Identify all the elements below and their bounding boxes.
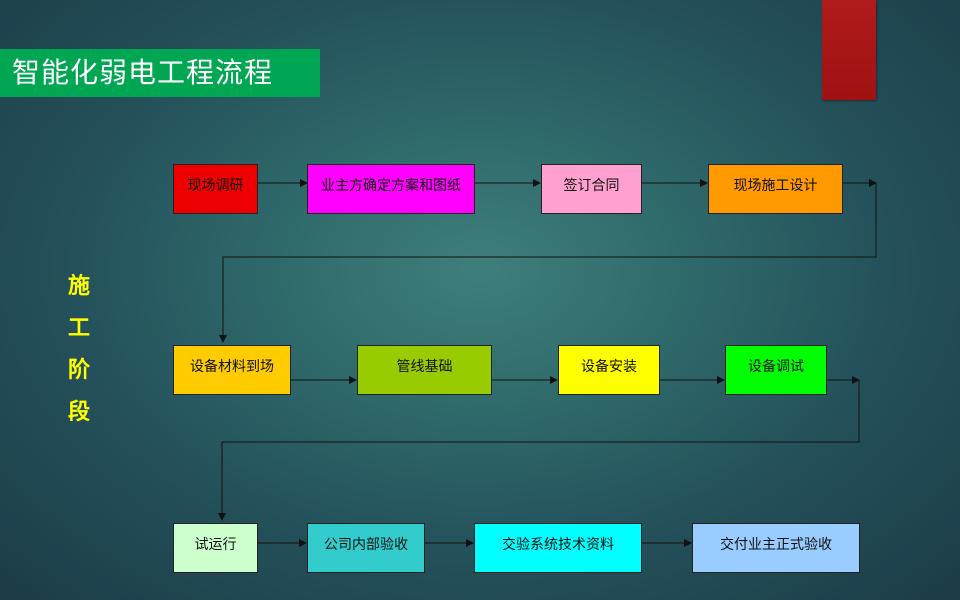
step-label: 管线基础 xyxy=(396,359,453,375)
stage-label-char: 工 xyxy=(67,316,90,341)
step-label: 交付业主正式验收 xyxy=(720,537,832,553)
step-label: 试运行 xyxy=(194,537,237,553)
stage-label-char: 施 xyxy=(67,274,90,299)
step-owner-confirms-plan: 业主方确定方案和图纸 xyxy=(307,164,475,214)
step-deliver-documents: 交验系统技术资料 xyxy=(474,523,642,573)
step-equipment-debug: 设备调试 xyxy=(725,345,827,395)
step-label: 现场施工设计 xyxy=(733,178,818,194)
step-label: 公司内部验收 xyxy=(324,537,408,553)
step-label: 设备调试 xyxy=(748,359,804,375)
step-label: 业主方确定方案和图纸 xyxy=(321,178,461,194)
step-label: 签订合同 xyxy=(563,178,620,194)
page-title: 智能化弱电工程流程 xyxy=(0,49,320,97)
arrow xyxy=(219,183,877,343)
stage-label-char: 段 xyxy=(67,400,90,425)
step-trial-run: 试运行 xyxy=(173,523,258,573)
step-site-survey: 现场调研 xyxy=(173,164,258,214)
step-sign-contract: 签订合同 xyxy=(541,164,642,214)
step-label: 设备材料到场 xyxy=(190,359,274,375)
step-construction-design: 现场施工设计 xyxy=(708,164,843,214)
stage-label: 施 工 阶 段 xyxy=(62,266,96,434)
step-internal-acceptance: 公司内部验收 xyxy=(307,523,425,573)
step-label: 设备安装 xyxy=(581,359,637,375)
step-label: 现场调研 xyxy=(187,178,244,194)
step-final-acceptance: 交付业主正式验收 xyxy=(692,523,860,573)
step-materials-arrive: 设备材料到场 xyxy=(173,345,291,395)
accent-tab xyxy=(822,0,876,100)
step-pipeline-foundation: 管线基础 xyxy=(357,345,492,395)
step-label: 交验系统技术资料 xyxy=(502,537,614,553)
stage-label-char: 阶 xyxy=(67,358,90,383)
arrow xyxy=(218,380,860,521)
step-equipment-install: 设备安装 xyxy=(558,345,660,395)
